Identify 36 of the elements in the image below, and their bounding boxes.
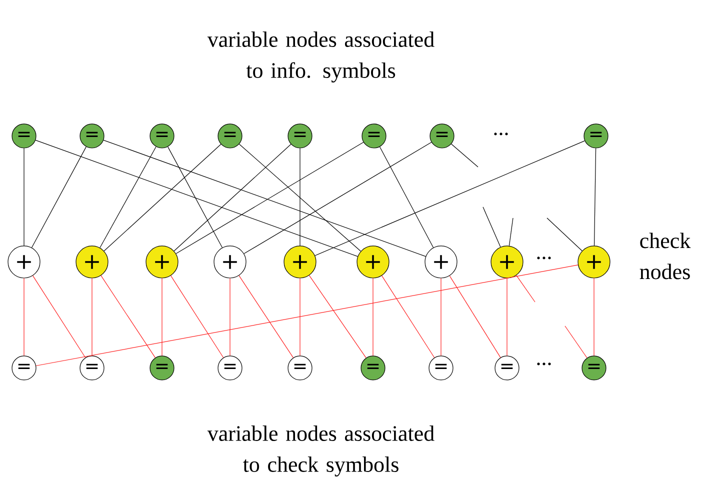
connecting-line — [506, 278, 508, 356]
connecting-line — [308, 275, 366, 358]
connecting-line — [546, 218, 582, 252]
ellipsis: ... — [494, 132, 508, 136]
heading-text: variable nodes associated to check symbols — [207, 425, 434, 476]
connecting-line — [314, 140, 585, 256]
connecting-line — [176, 142, 364, 254]
connecting-line — [104, 144, 222, 252]
row-label: check nodes — [640, 232, 691, 280]
connecting-line — [238, 144, 362, 252]
connecting-line — [244, 142, 432, 254]
connecting-line — [100, 146, 156, 248]
connecting-line — [103, 140, 426, 257]
connecting-line — [382, 275, 435, 358]
connecting-line — [100, 275, 156, 358]
connecting-line — [451, 144, 478, 168]
ellipsis: ... — [537, 256, 551, 260]
ellipsis: ... — [537, 362, 551, 366]
heading-text: variable nodes associated to info. symbols — [207, 32, 434, 82]
connecting-line — [168, 146, 223, 248]
connecting-line — [594, 148, 596, 246]
connecting-line — [174, 144, 292, 252]
connecting-line — [379, 146, 434, 248]
connecting-line — [238, 275, 294, 358]
connecting-line — [36, 264, 578, 366]
connecting-line — [508, 218, 514, 246]
connecting-line — [32, 275, 86, 358]
connecting-line — [372, 278, 374, 356]
connecting-line — [449, 276, 501, 358]
connecting-line — [516, 275, 536, 302]
connecting-line — [31, 146, 86, 248]
connecting-line — [482, 206, 501, 248]
connecting-line — [564, 326, 588, 358]
connecting-line — [170, 275, 224, 358]
connecting-line — [35, 140, 358, 257]
connecting-line — [440, 278, 442, 356]
